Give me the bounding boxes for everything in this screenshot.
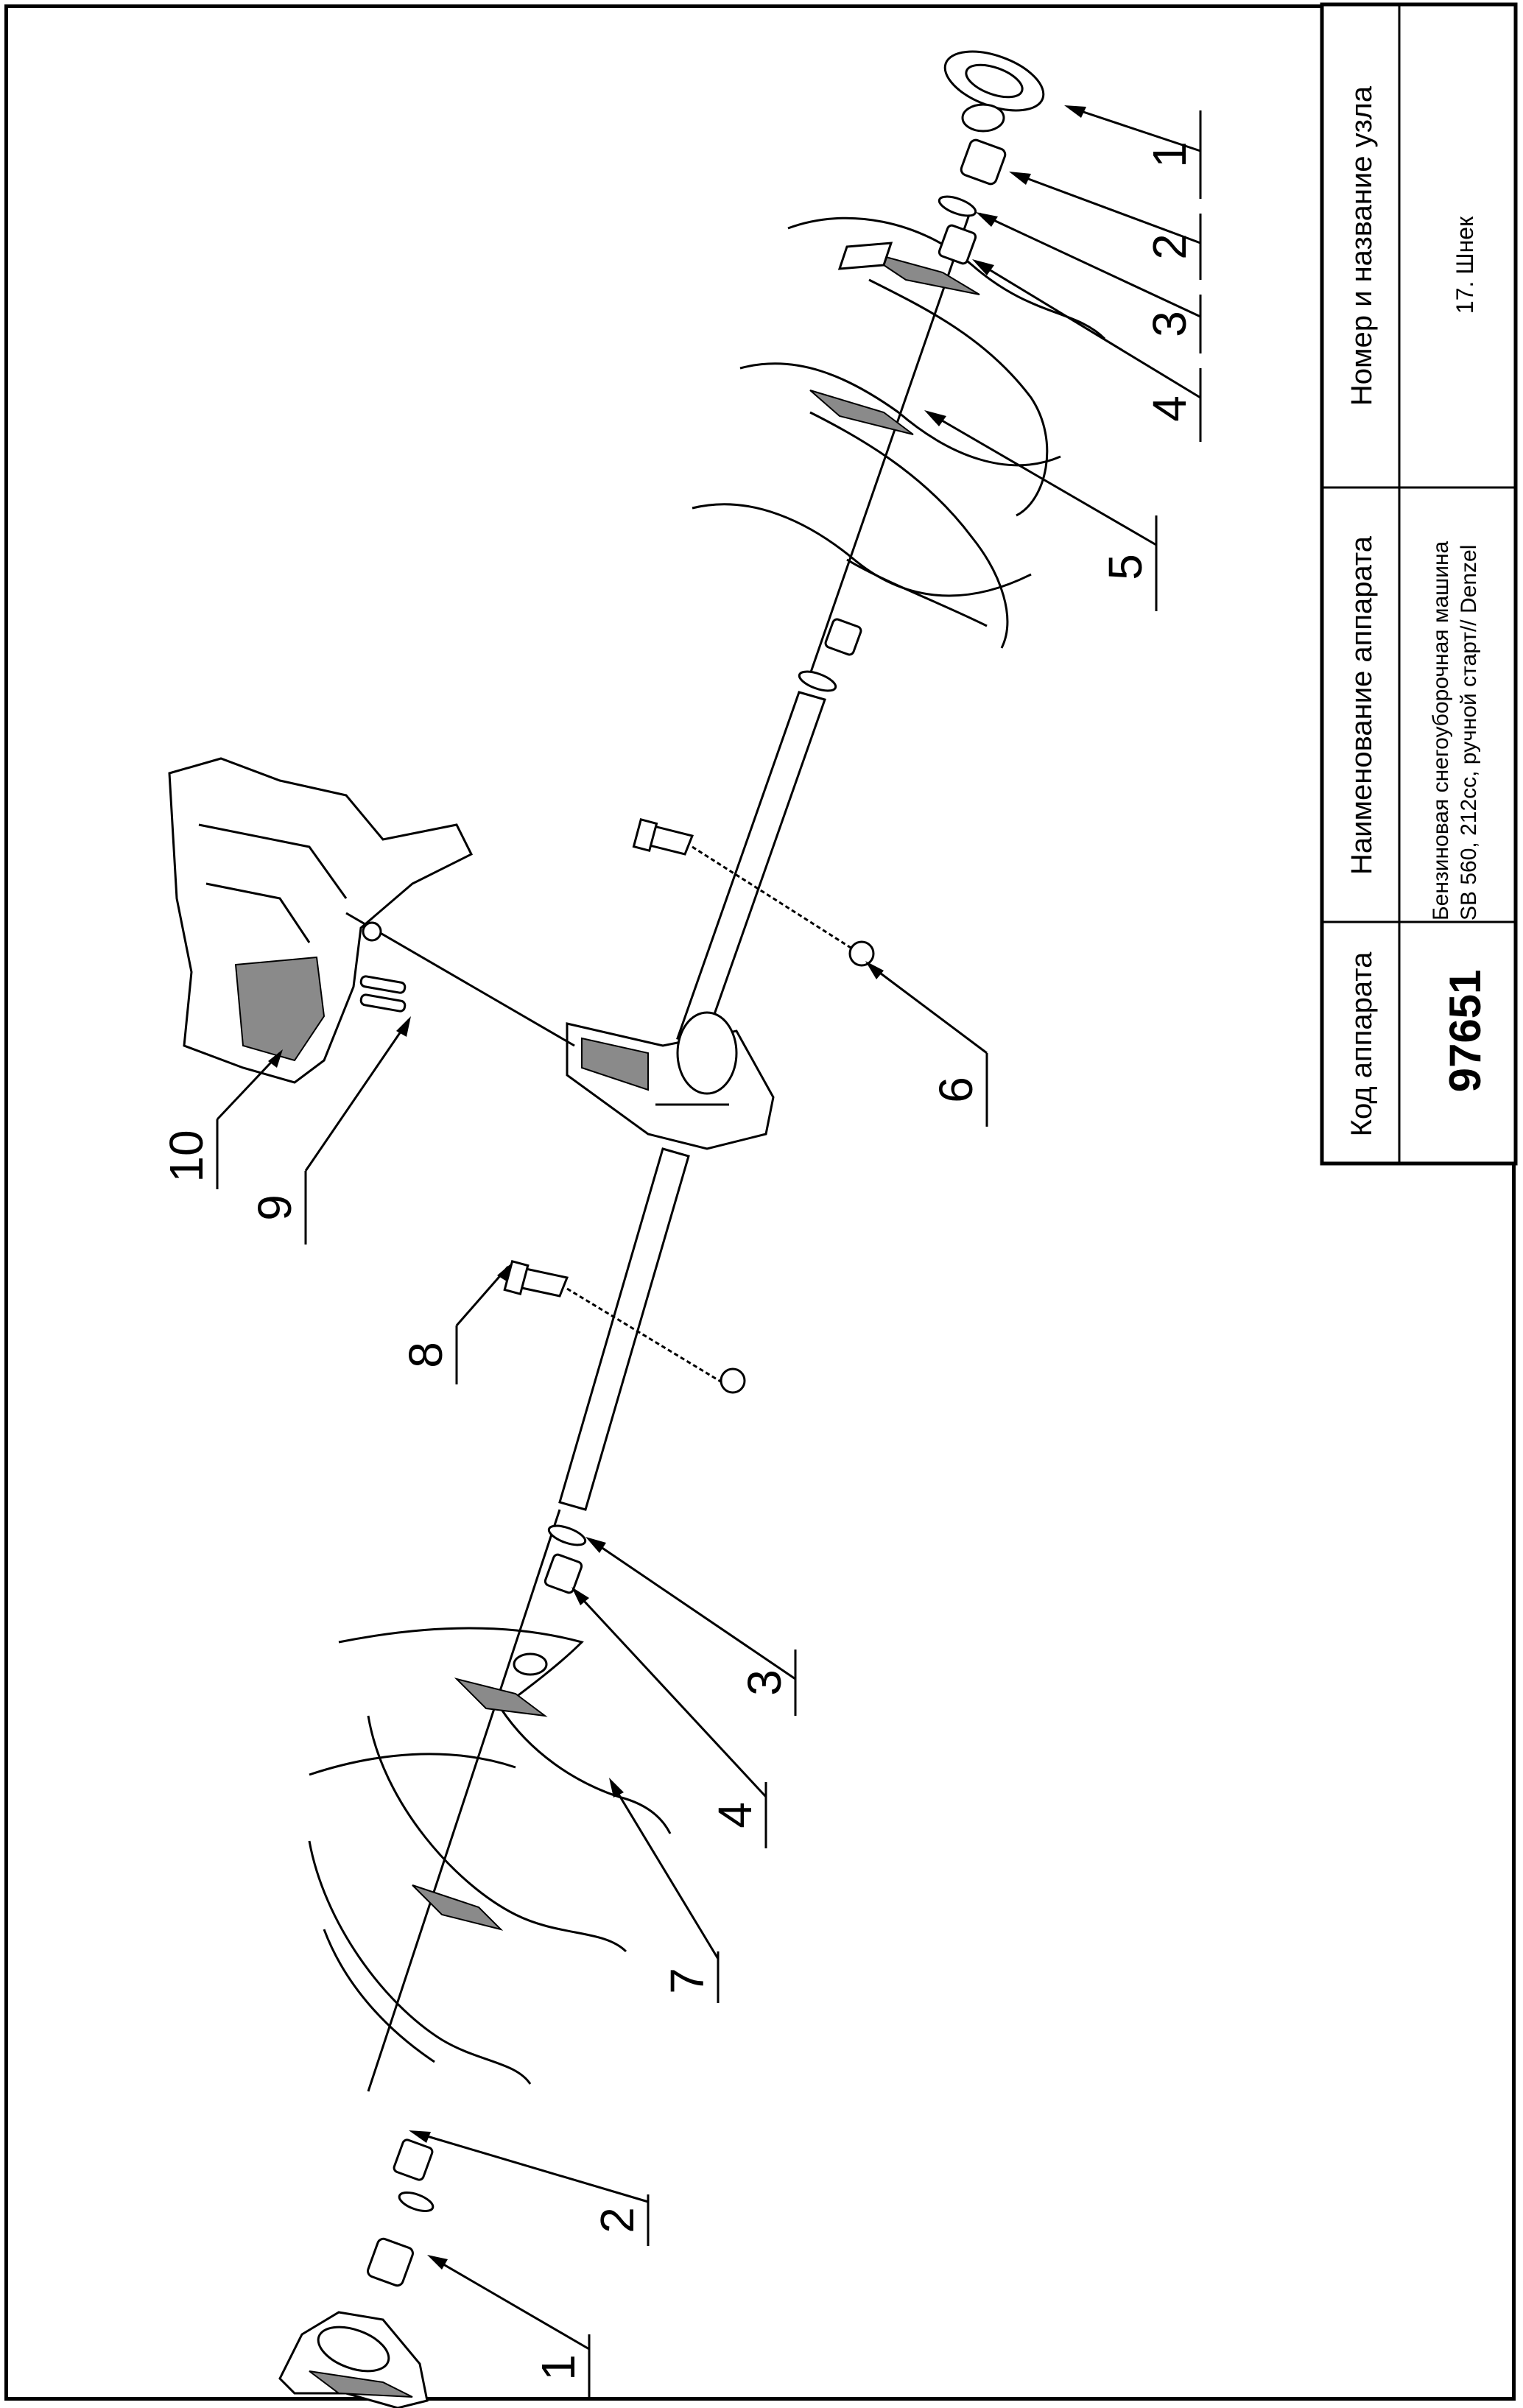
bolt-nut-8 bbox=[503, 1259, 746, 1394]
callout-7: 7 bbox=[661, 1968, 714, 1994]
upper-auger bbox=[692, 216, 1106, 649]
code-value: 97651 bbox=[1441, 970, 1490, 1093]
lower-bearing-parts bbox=[278, 2138, 435, 2408]
key-pin bbox=[359, 975, 407, 1013]
callout-4-mid: 4 bbox=[708, 1802, 762, 1828]
unit-header: Номер и название узла bbox=[1346, 85, 1378, 406]
gearbox bbox=[566, 1011, 775, 1150]
name-line-2: SB 560, 212cc, ручной старт// Denzel bbox=[1457, 545, 1481, 920]
callout-4-top: 4 bbox=[1143, 395, 1196, 422]
unit-value: 17. Шнек bbox=[1452, 216, 1478, 314]
callout-9: 9 bbox=[248, 1194, 301, 1221]
name-line-1: Бензиновая снегоуборочная машина bbox=[1429, 541, 1453, 920]
callout-2-bottom: 2 bbox=[591, 2207, 644, 2233]
callouts: 1 2 3 4 5 6 8 9 10 3 4 7 2 1 bbox=[160, 141, 1196, 2381]
name-header: Наименование аппарата bbox=[1346, 535, 1378, 875]
lower-auger bbox=[308, 1627, 672, 2085]
callout-2-top: 2 bbox=[1143, 233, 1196, 260]
main-shaft bbox=[367, 205, 974, 2092]
callout-8: 8 bbox=[399, 1342, 452, 1368]
upper-bearing-parts bbox=[798, 50, 1045, 692]
impeller-housing bbox=[168, 757, 575, 1084]
title-block: Номер и название узла 17. Шнек Наименова… bbox=[1320, 2, 1518, 1166]
callout-6: 6 bbox=[929, 1077, 982, 1103]
callout-3-mid: 3 bbox=[738, 1669, 791, 1696]
callout-1-top: 1 bbox=[1143, 141, 1196, 168]
middle-bearing-parts bbox=[544, 1524, 587, 1594]
callout-3-top: 3 bbox=[1143, 311, 1196, 337]
callout-1-bottom: 1 bbox=[532, 2354, 585, 2381]
code-header: Код аппарата bbox=[1346, 951, 1378, 1136]
drawing-frame bbox=[4, 4, 1516, 2401]
leader-lines bbox=[216, 105, 1202, 2401]
callout-5: 5 bbox=[1099, 554, 1152, 580]
bolt-nut-6 bbox=[632, 817, 875, 967]
callout-10: 10 bbox=[160, 1130, 213, 1182]
